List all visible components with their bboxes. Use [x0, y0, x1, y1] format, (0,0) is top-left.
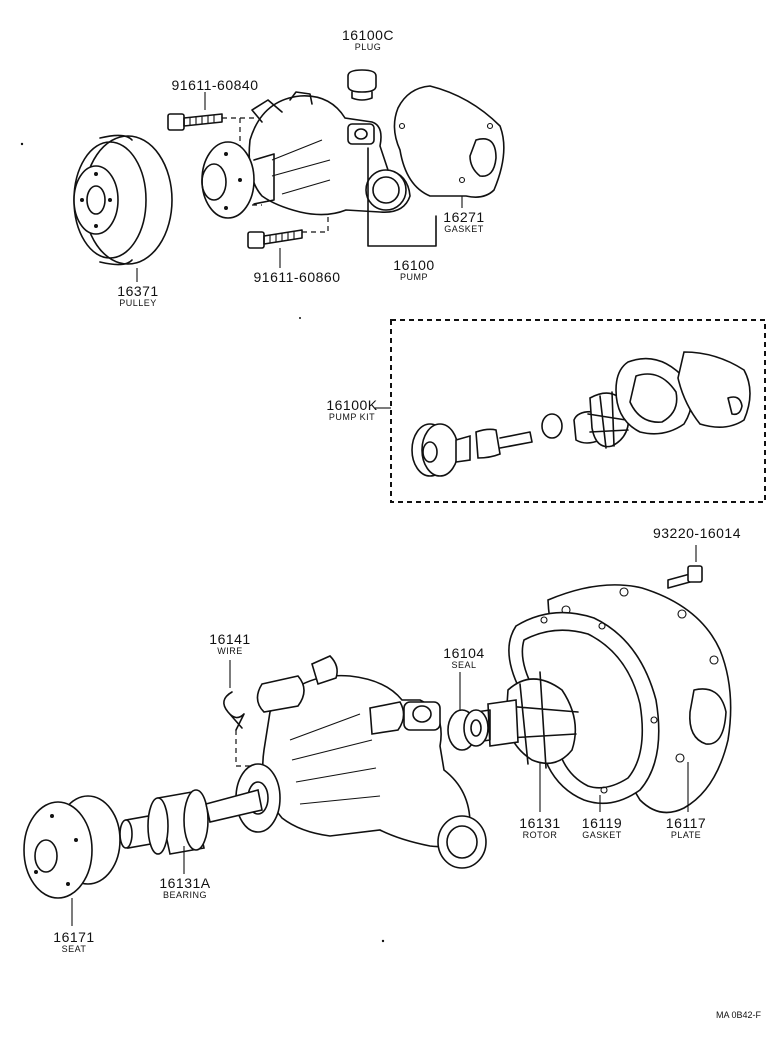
gasket-top-part-name: GASKET [444, 224, 484, 234]
bolt-upper-part-number: 91611-60840 [171, 77, 259, 93]
rotor-drawing [475, 671, 579, 769]
seat-part-number: 16171 [53, 929, 95, 945]
label-plate: 16117 PLATE [646, 816, 726, 840]
bearing-part-number: 16131A [159, 875, 211, 891]
seat-part-name: SEAT [61, 944, 87, 954]
label-plug: 16100C PLUG [328, 28, 408, 52]
seal-drawing [447, 709, 489, 751]
bolt-plate-part-number: 93220-16014 [652, 525, 742, 541]
seal-part-number: 16104 [443, 645, 485, 661]
label-pulley: 16371 PULLEY [98, 284, 178, 308]
label-pump: 16100 PUMP [374, 258, 454, 282]
main-pump-body-drawing [235, 655, 487, 869]
bearing-part-name: BEARING [162, 890, 207, 900]
label-bolt-upper: 91611-60840 [150, 78, 280, 92]
pulley-drawing [73, 134, 173, 266]
label-rotor: 16131 ROTOR [502, 816, 578, 840]
gasket-top-drawing [393, 85, 505, 198]
drawing-code: MA 0B42-F [716, 1010, 762, 1020]
pump-body-drawing [201, 91, 437, 247]
plate-part-name: PLATE [670, 830, 702, 840]
plug-part-name: PLUG [354, 42, 382, 52]
label-gasket-mid: 16119 GASKET [564, 816, 640, 840]
label-bolt-lower: 91611-60860 [232, 270, 362, 284]
label-pump-kit: 16100K PUMP KIT [312, 398, 392, 422]
pump-part-name: PUMP [399, 272, 428, 282]
bolt-lower-drawing [247, 229, 303, 249]
bolt-plate-drawing [667, 565, 703, 589]
label-seat: 16171 SEAT [34, 930, 114, 954]
gasket-mid-part-number: 16119 [581, 815, 623, 831]
pump-kit-part-name: PUMP KIT [328, 412, 376, 422]
label-bolt-plate: 93220-16014 [632, 526, 762, 540]
plate-part-number: 16117 [665, 815, 707, 831]
seat-drawing [23, 795, 121, 899]
label-bearing: 16131A BEARING [140, 876, 230, 900]
label-wire: 16141 WIRE [190, 632, 270, 656]
label-gasket-top: 16271 GASKET [424, 210, 504, 234]
bolt-lower-part-number: 91611-60860 [253, 269, 341, 285]
wire-drawing [223, 691, 245, 731]
seal-part-name: SEAL [451, 660, 477, 670]
pump-kit-parts-drawing [411, 351, 751, 477]
label-seal: 16104 SEAL [424, 646, 504, 670]
plug-part-number: 16100C [341, 27, 395, 43]
wire-part-number: 16141 [209, 631, 251, 647]
pump-part-number: 16100 [393, 257, 435, 273]
pulley-part-number: 16371 [117, 283, 159, 299]
rotor-part-number: 16131 [519, 815, 561, 831]
plug-drawing [347, 69, 377, 101]
bolt-upper-drawing [167, 113, 223, 131]
gasket-top-part-number: 16271 [443, 209, 485, 225]
pulley-part-name: PULLEY [119, 298, 157, 308]
pump-kit-part-number: 16100K [326, 397, 378, 413]
rotor-part-name: ROTOR [522, 830, 558, 840]
gasket-mid-part-name: GASKET [582, 830, 622, 840]
wire-part-name: WIRE [217, 646, 243, 656]
bearing-shaft-drawing [119, 789, 263, 855]
pump-kit-outline [390, 319, 766, 503]
